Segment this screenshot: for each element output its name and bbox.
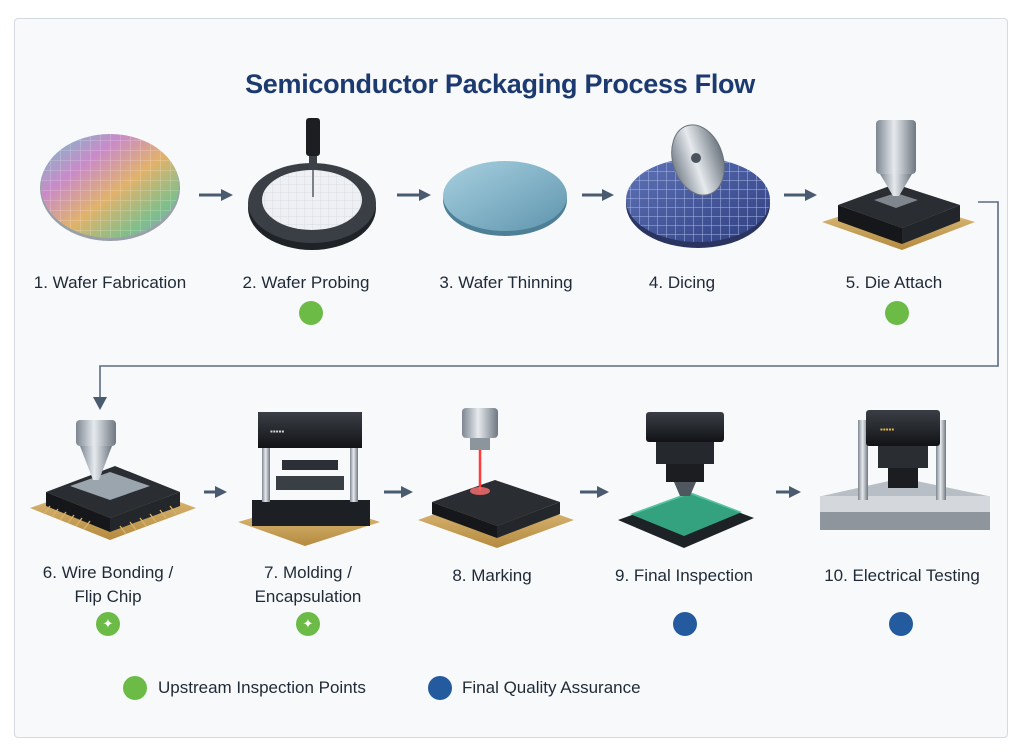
step-label: 10. Electrical Testing [824,566,980,585]
step-label-line: 7. Molding / [264,563,352,582]
diagram-frame: Semiconductor Packaging Process Flow [14,18,1008,738]
flow-arrow [199,189,233,201]
legend-final-swatch [428,676,452,700]
wire-bonding-icon [30,420,196,540]
step-label: 1. Wafer Fabrication [33,273,187,292]
final-qa-marker [673,612,697,636]
press-logo-text: ▪▪▪▪▪ [270,427,284,436]
step-label-line: 6. Wire Bonding / [42,563,174,582]
flow-arrow [384,486,413,498]
step-label: 8. Marking [452,566,532,585]
step-label: 3. Wafer Thinning [439,273,573,292]
legend-upstream-swatch [123,676,147,700]
plus-icon: ✦ [302,616,314,631]
step-label: 5. Die Attach [845,273,943,292]
step-label-line: Encapsulation [254,587,362,606]
legend-upstream-label: Upstream Inspection Points [158,678,366,697]
plus-icon: ✦ [102,616,114,631]
step-label: 6. Wire Bonding / Flip Chip [18,561,198,609]
step-label: 9. Final Inspection [615,566,753,585]
wafer-probing-icon [248,118,376,250]
upstream-inspection-marker [299,301,323,325]
row-connector-arrow [93,201,999,410]
flow-arrow [204,486,227,498]
diagram-title: Semiconductor Packaging Process Flow [245,69,755,99]
molding-press-icon: ▪▪▪▪▪ [238,412,380,546]
wafer-thinning-icon [443,161,567,236]
step-label: 2. Wafer Probing [242,273,370,292]
wafer-fabrication-icon [40,134,180,241]
final-qa-marker [889,612,913,636]
tester-logo-text: ▪▪▪▪▪ [880,425,894,434]
upstream-inspection-marker: ✦ [96,612,120,636]
upstream-inspection-marker: ✦ [296,612,320,636]
step-label: 4. Dicing [648,273,716,292]
legend-final-label: Final Quality Assurance [462,678,641,697]
step-label-line: Flip Chip [74,587,142,606]
flow-arrow [582,189,614,201]
laser-marking-icon [418,408,574,548]
flow-arrow [776,486,801,498]
step-label: 7. Molding / Encapsulation [218,561,398,609]
upstream-inspection-marker [885,301,909,325]
die-attach-icon [822,120,975,250]
flow-arrow [784,189,817,201]
flow-arrow [397,189,431,201]
inspection-microscope-icon [618,412,754,548]
electrical-tester-icon: ▪▪▪▪▪ [820,410,990,530]
dicing-saw-icon [626,124,770,248]
flow-arrow [580,486,609,498]
